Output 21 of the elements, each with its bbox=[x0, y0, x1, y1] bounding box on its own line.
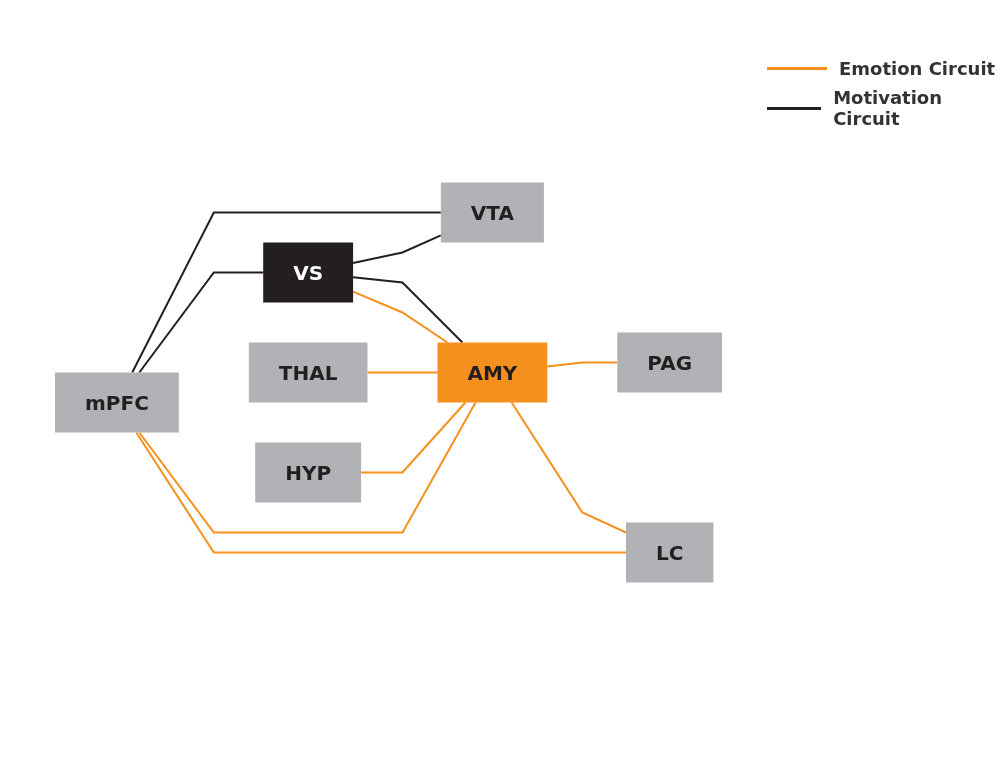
node-box: VTA bbox=[440, 182, 544, 243]
node-box: mPFC bbox=[54, 372, 179, 433]
node-box: THAL bbox=[248, 342, 368, 403]
connector bbox=[510, 401, 627, 534]
connector bbox=[366, 371, 439, 374]
node-box: HYP bbox=[255, 442, 362, 503]
node-box: LC bbox=[625, 522, 714, 583]
connector bbox=[352, 276, 464, 344]
connector bbox=[135, 431, 627, 554]
connector bbox=[138, 401, 477, 534]
connector bbox=[138, 271, 265, 374]
connector bbox=[546, 361, 619, 368]
connector bbox=[360, 401, 467, 474]
connector bbox=[352, 234, 442, 264]
legend-text: Motivation Circuit bbox=[833, 87, 943, 129]
connector bbox=[352, 290, 449, 344]
node-box: AMY bbox=[437, 342, 548, 403]
node-box: PAG bbox=[617, 332, 722, 393]
node-box: VS bbox=[263, 242, 354, 303]
legend-text: Emotion Circuit bbox=[839, 58, 996, 79]
connector bbox=[131, 211, 442, 374]
